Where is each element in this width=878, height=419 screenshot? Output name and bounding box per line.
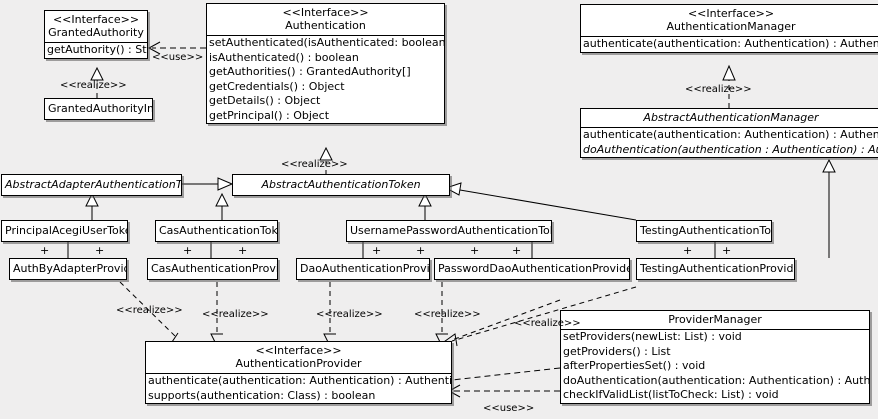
operations-compartment: authenticate(authentication: Authenticat…	[581, 36, 878, 52]
class-name: AuthByAdapterProvider	[13, 262, 126, 275]
label-realize-auth-by-adapter: <<realize>>	[116, 305, 183, 316]
label-realize-granted-authority-impl: <<realize>>	[60, 80, 127, 91]
class-auth-by-adapter-provider[interactable]: AuthByAdapterProvider	[9, 258, 127, 280]
operation: getAuthority() : String	[47, 43, 147, 56]
operation: authenticate(authentication: Authenticat…	[583, 37, 878, 50]
class-name: GrantedAuthorityImpl	[48, 102, 152, 115]
stereotype-label: <<Interface>>	[282, 6, 369, 19]
class-name: AuthenticationManager	[666, 20, 796, 33]
class-testing-authentication-token[interactable]: TestingAuthenticationToken	[636, 220, 772, 242]
operation: doAuthentication(authentication : Authen…	[583, 142, 878, 156]
class-name: AbstractAdapterAuthenticationToken	[5, 178, 182, 191]
class-cas-authentication-token[interactable]: CasAuthenticationToken	[155, 220, 278, 242]
class-name: PasswordDaoAuthenticationProvider	[438, 262, 630, 275]
operation: isAuthenticated() : boolean	[209, 50, 359, 64]
operation: getAuthorities() : GrantedAuthority[]	[209, 65, 411, 78]
operations-compartment: setProviders(newList: List) : void getPr…	[561, 329, 869, 403]
operation: getPrincipal() : Object	[209, 108, 330, 122]
association-marker-plus: +	[416, 244, 426, 257]
class-dao-authentication-provider[interactable]: DaoAuthenticationProvider	[296, 258, 430, 280]
operation: checkIfValidList(listToCheck: List) : vo…	[563, 388, 779, 401]
class-password-dao-authentication-provider[interactable]: PasswordDaoAuthenticationProvider	[434, 258, 630, 280]
operations-compartment: getAuthority() : String	[45, 42, 147, 58]
class-name: ProviderManager	[668, 313, 762, 326]
class-header: <<Interface>> GrantedAuthority	[45, 11, 147, 42]
class-name: GrantedAuthority	[48, 26, 144, 39]
class-name: Authentication	[285, 19, 366, 32]
operation: getProviders() : List	[563, 344, 671, 358]
class-authentication-manager[interactable]: <<Interface>> AuthenticationManager auth…	[580, 4, 878, 53]
association-marker-plus: +	[183, 244, 193, 257]
stereotype-label: <<Interface>>	[52, 13, 140, 26]
association-marker-plus: +	[722, 244, 732, 257]
label-realize-abstract-authentication-token: <<realize>>	[281, 159, 348, 170]
class-abstract-authentication-token[interactable]: AbstractAuthenticationToken	[232, 174, 450, 196]
operations-compartment: setAuthenticated(isAuthenticated: boolea…	[207, 35, 444, 123]
operation: setAuthenticated(isAuthenticated: boolea…	[209, 36, 445, 49]
label-realize-testing-provider: <<realize>>	[514, 318, 581, 329]
class-name: TestingAuthenticationProvider	[640, 262, 795, 275]
class-header: <<Interface>> AuthenticationProvider	[146, 342, 451, 373]
operation: supports(authentication: Class) : boolea…	[148, 388, 376, 402]
operation: getDetails() : Object	[209, 94, 321, 107]
class-abstract-adapter-authentication-token[interactable]: AbstractAdapterAuthenticationToken	[1, 174, 182, 196]
class-principal-acegi-user-token[interactable]: PrincipalAcegiUserToken	[1, 220, 128, 242]
class-header: ProviderManager	[561, 311, 869, 329]
class-authentication[interactable]: <<Interface>> Authentication setAuthenti…	[206, 3, 445, 124]
association-marker-plus: +	[683, 244, 693, 257]
class-name: AuthenticationProvider	[235, 357, 362, 370]
class-name: DaoAuthenticationProvider	[300, 262, 430, 275]
association-marker-plus: +	[372, 244, 382, 257]
association-marker-plus: +	[470, 244, 480, 257]
operation: doAuthentication(authentication: Authent…	[563, 373, 870, 387]
label-realize-password-dao-provider: <<realize>>	[414, 309, 481, 320]
class-authentication-provider[interactable]: <<Interface>> AuthenticationProvider aut…	[145, 341, 452, 404]
label-use-provider-manager: <<use>>	[483, 403, 535, 414]
class-cas-authentication-provider[interactable]: CasAuthenticationProvider	[147, 258, 278, 280]
operation: authenticate(authentication: Authenticat…	[583, 128, 878, 141]
class-abstract-authentication-manager[interactable]: AbstractAuthenticationManager authentica…	[580, 108, 878, 158]
class-name: PrincipalAcegiUserToken	[5, 224, 128, 237]
label-realize-dao-provider: <<realize>>	[316, 309, 383, 320]
label-realize-cas-provider: <<realize>>	[202, 309, 269, 320]
association-marker-plus: +	[95, 244, 105, 257]
class-granted-authority-impl[interactable]: GrantedAuthorityImpl	[44, 98, 153, 120]
class-username-password-authentication-token[interactable]: UsernamePasswordAuthenticationToken	[346, 220, 552, 242]
operations-compartment: authenticate(authentication: Authenticat…	[581, 127, 878, 157]
class-name: CasAuthenticationToken	[159, 224, 278, 237]
label-realize-abstract-authentication-manager: <<realize>>	[685, 84, 752, 95]
class-header: <<Interface>> Authentication	[207, 4, 444, 35]
class-name: UsernamePasswordAuthenticationToken	[350, 224, 552, 237]
class-name: AbstractAuthenticationManager	[643, 111, 819, 124]
class-granted-authority[interactable]: <<Interface>> GrantedAuthority getAuthor…	[44, 10, 148, 59]
association-marker-plus: +	[512, 244, 522, 257]
stereotype-label: <<Interface>>	[687, 7, 775, 20]
operation: getCredentials() : Object	[209, 79, 345, 93]
operations-compartment: authenticate(authentication: Authenticat…	[146, 373, 451, 403]
class-name: TestingAuthenticationToken	[640, 224, 772, 237]
class-name: CasAuthenticationProvider	[151, 262, 277, 275]
operation: authenticate(authentication: Authenticat…	[148, 374, 452, 387]
class-testing-authentication-provider[interactable]: TestingAuthenticationProvider	[636, 258, 795, 280]
label-use-granted-authority: <<use>>	[152, 52, 204, 63]
association-marker-plus: +	[238, 244, 248, 257]
operation: setProviders(newList: List) : void	[563, 330, 742, 343]
stereotype-label: <<Interface>>	[255, 344, 342, 357]
association-marker-plus: +	[40, 244, 50, 257]
class-header: <<Interface>> AuthenticationManager	[581, 5, 878, 36]
class-name: AbstractAuthenticationToken	[261, 178, 421, 191]
class-header: AbstractAuthenticationManager	[581, 109, 878, 127]
operation: afterPropertiesSet() : void	[563, 359, 706, 372]
class-provider-manager[interactable]: ProviderManager setProviders(newList: Li…	[560, 310, 870, 404]
